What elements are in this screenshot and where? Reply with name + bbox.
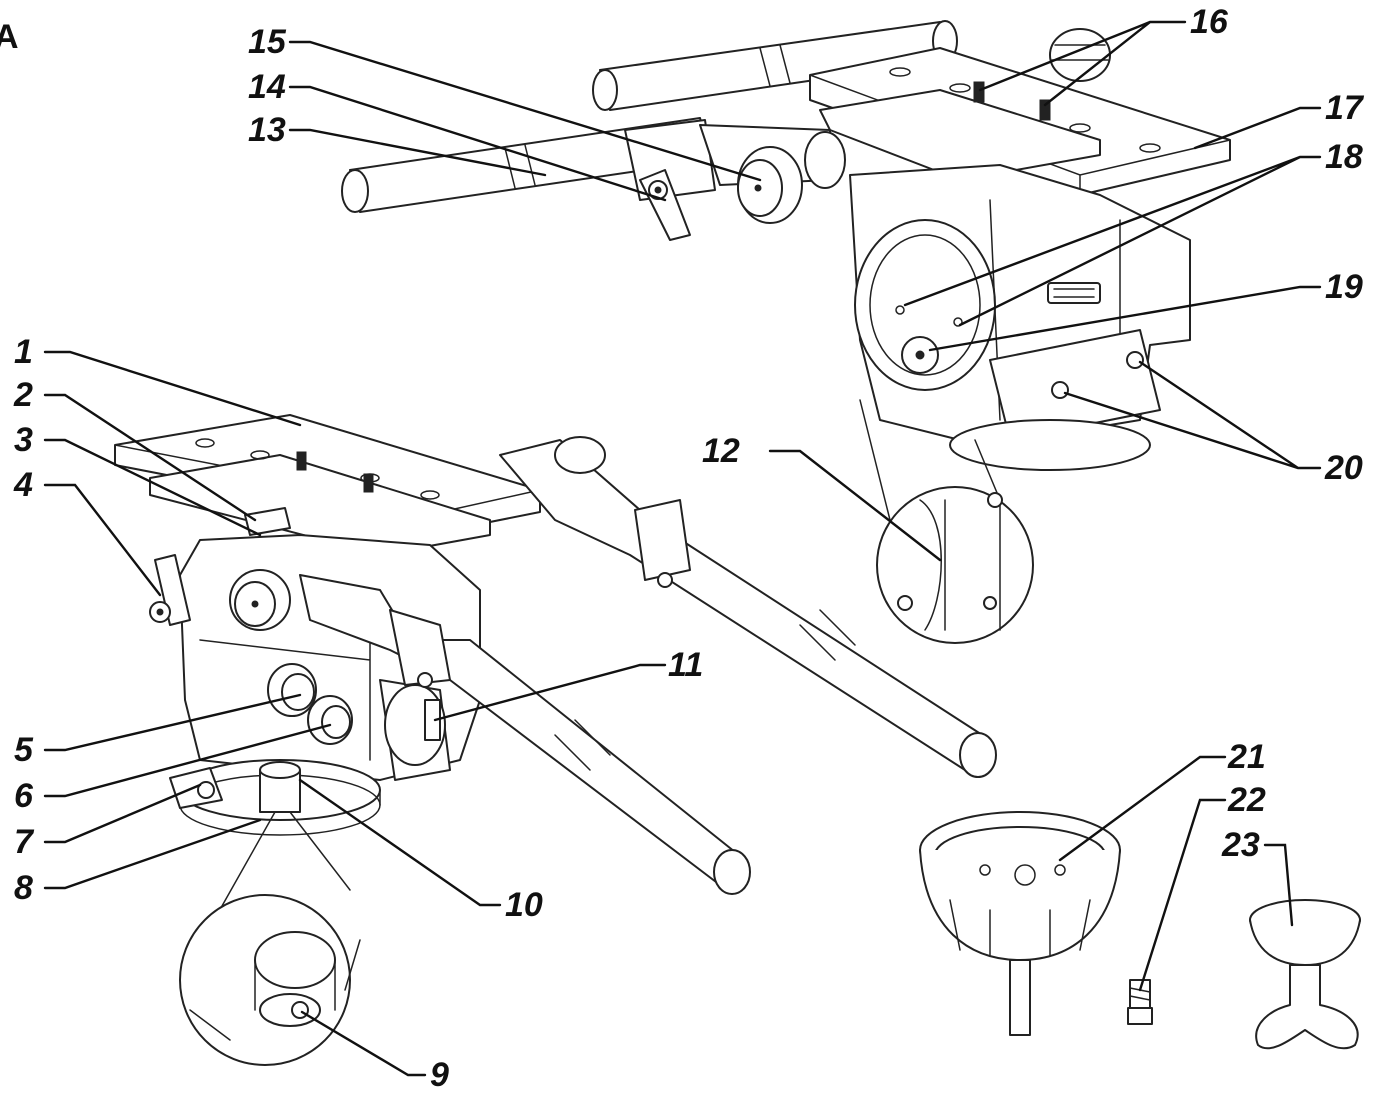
callout-4: 4 [14, 466, 33, 504]
callout-10: 10 [505, 886, 543, 924]
callout-19: 19 [1325, 268, 1363, 306]
front-camera-plate [114, 414, 541, 556]
callout-15: 15 [248, 23, 286, 61]
callout-18: 18 [1325, 138, 1363, 176]
rear-knob-15 [737, 146, 803, 224]
callout-2: 2 [14, 376, 33, 414]
callout-21: 21 [1228, 738, 1266, 776]
callout-22: 22 [1228, 781, 1266, 819]
front-head-body [149, 534, 481, 836]
callout-13: 13 [248, 111, 286, 149]
callout-23: 23 [1222, 826, 1260, 864]
callout-11: 11 [668, 646, 704, 684]
callout-8: 8 [14, 869, 33, 907]
rear-view-fluid-head [341, 20, 1231, 644]
front-view-fluid-head [114, 414, 997, 1066]
callout-12: 12 [702, 432, 740, 470]
callout-7: 7 [14, 823, 33, 861]
inset-detail-9 [179, 811, 361, 1066]
callout-14: 14 [248, 68, 286, 106]
rear-lever-14 [639, 169, 691, 241]
callout-20: 20 [1325, 449, 1363, 487]
front-pan-bars [299, 436, 997, 895]
figure-letter: A [0, 18, 19, 56]
rear-pan-bar [592, 20, 1111, 111]
callout-5: 5 [14, 731, 33, 769]
callout-9: 9 [430, 1056, 449, 1094]
callout-1: 1 [14, 333, 33, 371]
leader-lines [43, 20, 1322, 1077]
callout-17: 17 [1325, 89, 1363, 127]
inset-detail-12 [859, 399, 1034, 644]
ball-adapter-21 [919, 811, 1121, 1036]
callout-16: 16 [1190, 3, 1228, 41]
callout-6: 6 [14, 777, 33, 815]
rear-head-body [849, 164, 1191, 471]
rear-camera-plate [809, 47, 1231, 196]
callout-3: 3 [14, 421, 33, 459]
clamp-handle-23 [1249, 899, 1361, 1050]
